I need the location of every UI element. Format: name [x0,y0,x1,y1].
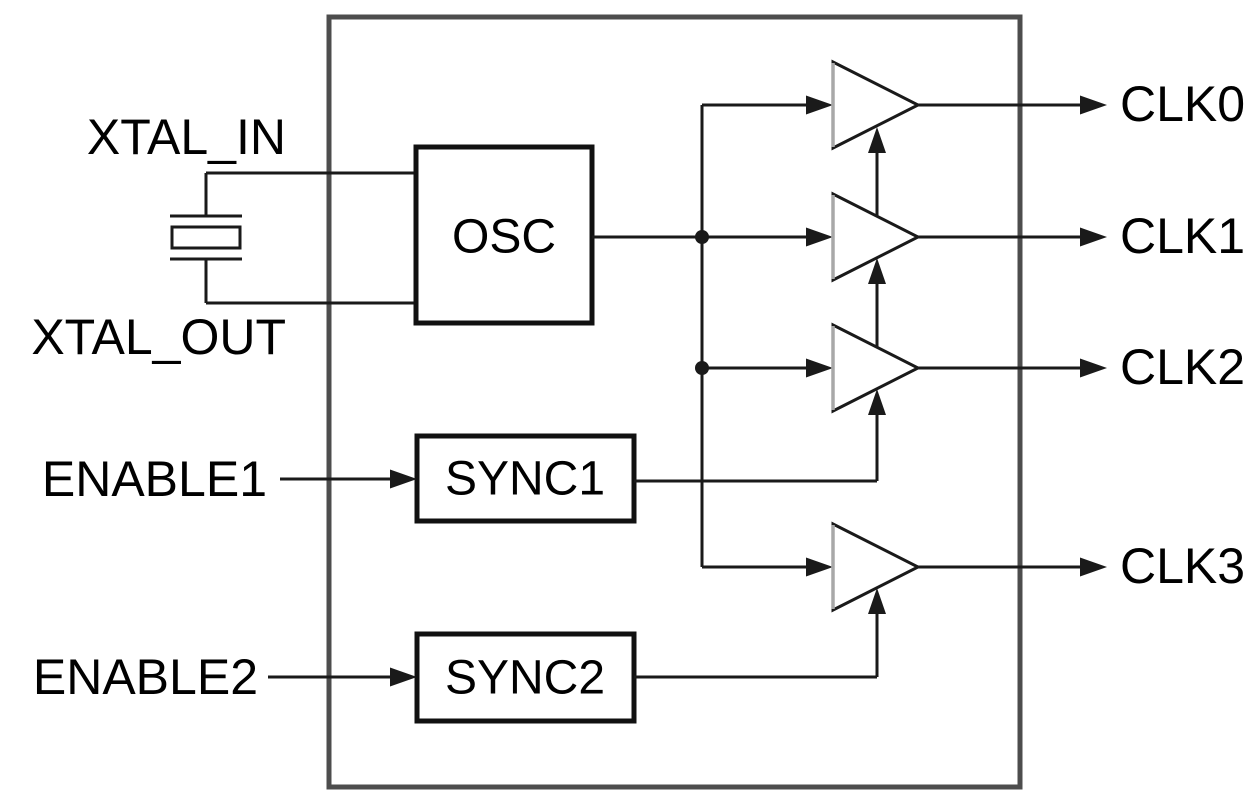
chip-boundary [326,14,1023,790]
clk3-label: CLK3 [1120,538,1245,594]
clk3-enable-arrowhead [868,588,886,614]
enable2-arrowhead [390,667,417,687]
junction-dot-clk1 [695,230,709,244]
osc-block: OSC [413,144,595,326]
enable1-arrowhead [390,469,417,489]
xtal-in-label: XTAL_IN [87,109,286,165]
clk3-output-arrowhead [1080,557,1107,577]
sync2-label: SYNC2 [445,652,605,705]
clk2-output-arrowhead [1080,358,1107,378]
clock-output-wires [918,103,1082,569]
clk0-label: CLK0 [1120,76,1245,132]
sync1-label: SYNC1 [445,453,605,506]
sync2-block: SYNC2 [414,631,637,724]
clk0-output-arrowhead [1080,95,1107,115]
clk3-input-arrowhead [806,557,833,577]
clk2-enable-arrowhead [868,389,886,415]
sync1-block: SYNC1 [414,433,637,524]
clk0-input-arrowhead [806,95,833,115]
junction-dot-clk2 [695,361,709,375]
clk1-enable-arrowhead [868,258,886,284]
enable-input-wires [268,477,392,679]
sync2-box [414,631,637,724]
crystal-icon [170,225,242,250]
xtal-out-label: XTAL_OUT [31,309,286,365]
clk0-enable-arrowhead [868,127,886,153]
sync1-box [414,433,637,524]
clk2-label: CLK2 [1120,339,1245,395]
enable1-label: ENABLE1 [42,451,267,507]
osc-box [413,144,595,326]
osc-label: OSC [452,211,556,264]
clk1-output-arrowhead [1080,227,1107,247]
clk1-input-arrowhead [806,227,833,247]
clk2-input-arrowhead [806,358,833,378]
clk1-label: CLK1 [1120,208,1245,264]
crystal-circuit [170,171,416,305]
enable2-label: ENABLE2 [33,649,258,705]
